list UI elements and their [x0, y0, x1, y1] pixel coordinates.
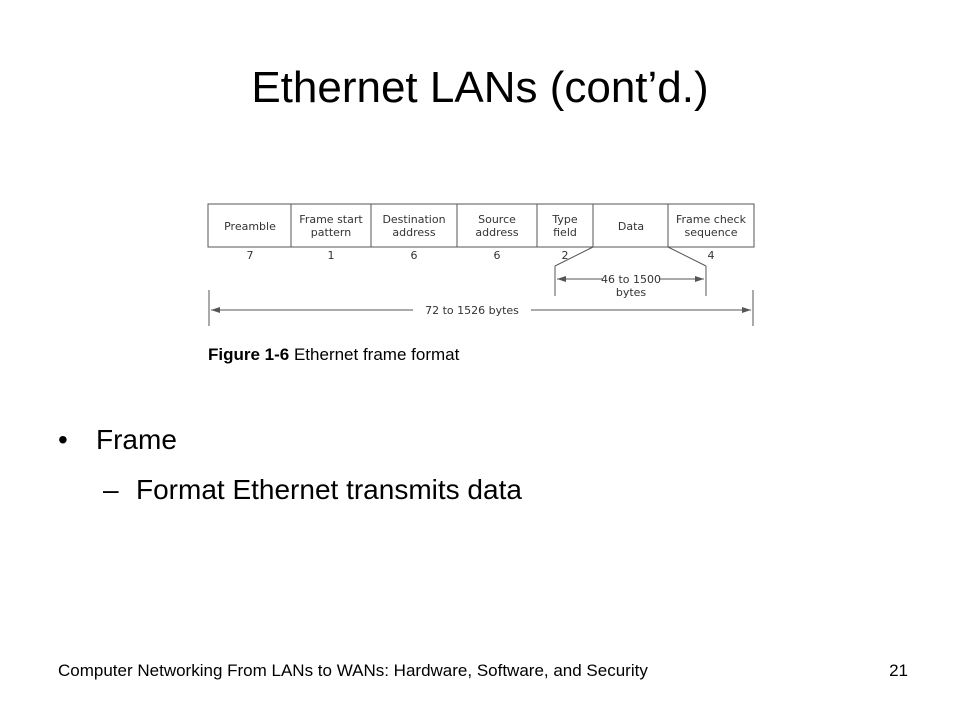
page-number: 21 — [889, 661, 908, 680]
data-bracket-left-diag — [554, 246, 594, 267]
field-source-size: 6 — [494, 249, 501, 262]
frame-outline — [207, 203, 755, 248]
sub-bullet-marker: – — [103, 474, 119, 505]
field-frame-start-label-2: pattern — [311, 226, 351, 239]
field-type-size: 2 — [562, 249, 569, 262]
footer-text: Computer Networking From LANs to WANs: H… — [58, 661, 648, 680]
field-frame-start-label: Frame start — [299, 213, 363, 226]
field-data-label: Data — [618, 220, 644, 233]
data-range-arrowhead-left — [557, 276, 566, 282]
data-range-label-2: bytes — [616, 286, 647, 299]
total-range-arrowhead-left — [211, 307, 220, 313]
figure-caption-number: Figure 1-6 — [208, 345, 290, 364]
sub-bullet-format: –Format Ethernet transmits data — [103, 472, 522, 508]
ethernet-frame-diagram: Preamble Frame start pattern Destination… — [207, 203, 755, 326]
data-range-label: 46 to 1500 — [601, 273, 661, 286]
field-source-label: Source — [478, 213, 516, 226]
field-preamble-label: Preamble — [224, 220, 276, 233]
bullet-marker: • — [58, 424, 68, 455]
field-destination-label-2: address — [392, 226, 435, 239]
field-fcs-size: 4 — [708, 249, 715, 262]
field-type-label-2: field — [553, 226, 577, 239]
field-destination-label: Destination — [382, 213, 445, 226]
figure-caption: Figure 1-6 Ethernet frame format — [208, 344, 459, 366]
total-range-label: 72 to 1526 bytes — [425, 304, 519, 317]
total-range-arrowhead-right — [742, 307, 751, 313]
field-fcs-label-2: sequence — [684, 226, 737, 239]
data-range-arrowhead-right — [695, 276, 704, 282]
data-bracket-right-diag — [667, 246, 707, 267]
field-fcs-label: Frame check — [676, 213, 747, 226]
field-frame-start-size: 1 — [328, 249, 335, 262]
figure-caption-text: Ethernet frame format — [289, 345, 460, 364]
field-type-label: Type — [551, 213, 577, 226]
sub-bullet-format-text: Format Ethernet transmits data — [136, 474, 522, 505]
slide-title: Ethernet LANs (cont’d.) — [251, 63, 709, 112]
field-destination-size: 6 — [411, 249, 418, 262]
field-preamble-size: 7 — [247, 249, 254, 262]
field-source-label-2: address — [475, 226, 518, 239]
bullet-frame-text: Frame — [96, 424, 177, 455]
bullet-frame: • Frame — [58, 422, 177, 458]
